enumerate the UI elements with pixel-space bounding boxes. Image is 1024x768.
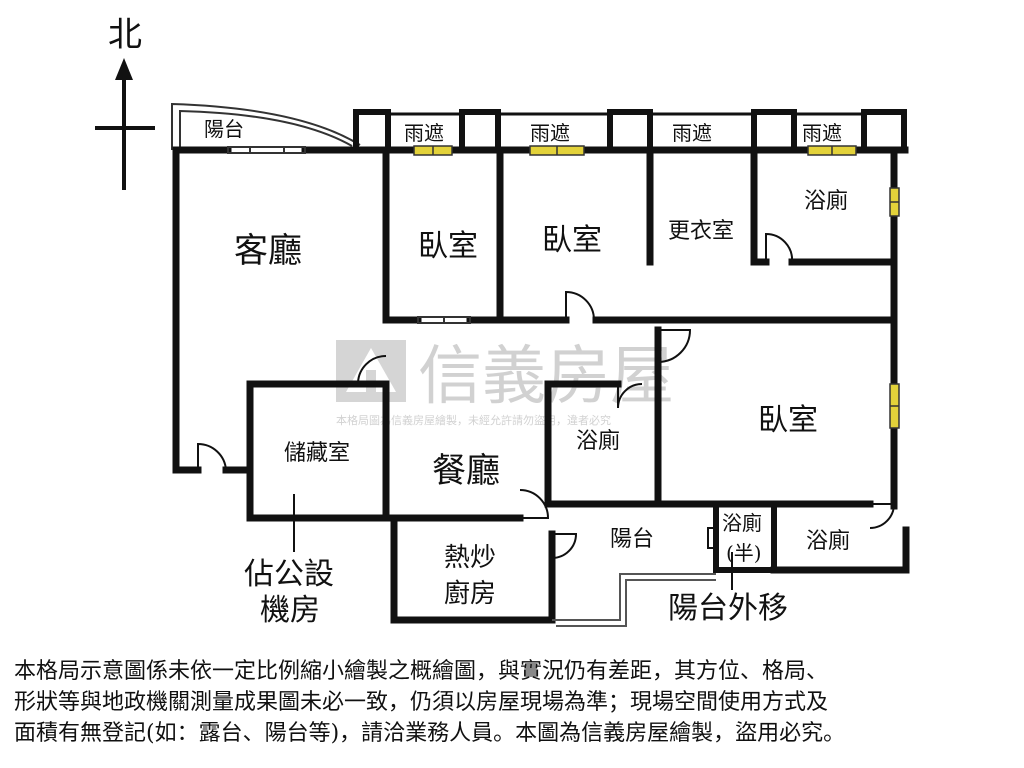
north-label: 北 [108,15,142,55]
label-half-bath-line1: 浴廁 [722,511,762,535]
disclaimer-line: 面積有無登記(如：露台、陽台等)，請洽業務人員。本圖為信義房屋繪製，盜用必究。 [14,721,846,746]
door-swing-icon [551,533,578,559]
window-icon [889,383,900,429]
doors [197,232,896,559]
door-swing-icon [657,329,692,363]
brand-logo-icon [336,340,406,402]
sliding-door-icon [417,316,471,324]
label-walk-in-closet: 更衣室 [668,219,734,244]
door-swing-icon [519,489,550,519]
floor-plan: 北 信義房屋 本格局圖為信義房屋繪製，未經允許請勿盜用，違者必究 [95,15,910,628]
label-balcony-moved: 陽台外移 [668,591,788,626]
watermark-notice: 本格局圖為信義房屋繪製，未經允許請勿盜用，違者必究 [336,413,611,427]
disclaimer-line: 形狀等與地政機關測量成果圖未必一致，仍須以房屋現場為準；現場空間使用方式及 [14,690,829,715]
annotations: 佔公設 機房 陽台外移 [244,494,788,628]
north-arrow-icon [115,58,133,80]
label-kitchen-line1: 熱炒 [444,543,496,573]
door-swing-icon [356,355,387,385]
label-living-room: 客廳 [234,231,302,271]
door-swing-icon [765,232,794,263]
label-bedroom-2: 臥室 [542,223,602,258]
compass: 北 [95,15,155,190]
label-kitchen-line2: 廚房 [444,579,496,609]
walls [172,109,910,624]
door-swing-icon [197,442,227,471]
label-bedroom-1: 臥室 [418,229,478,264]
label-awning-4: 雨遮 [802,121,842,145]
top-balcony-outline [171,102,361,150]
label-awning-2: 雨遮 [530,121,570,145]
windows [227,145,900,429]
window-icon [413,145,453,156]
label-bathroom-1: 浴廁 [804,189,848,214]
disclaimer-line: 本格局示意圖係未依一定比例縮小繪製之概繪圖，與實況仍有差距，其方位、格局、 [14,659,829,684]
label-bathroom-2: 浴廁 [576,429,620,454]
label-equipment-room-line2: 機房 [260,593,320,628]
door-swing-icon [617,383,643,409]
window-icon [529,145,585,156]
label-storage: 儲藏室 [284,441,350,466]
door-swing-icon [565,290,595,321]
door-swing-icon [869,503,896,529]
disclaimer: 本格局示意圖係未依一定比例縮小繪製之概繪圖，與實況仍有差距，其方位、格局、 形狀… [14,656,1014,749]
label-equipment-room-line1: 佔公設 [244,557,334,592]
label-dining-room: 餐廳 [432,451,500,491]
sliding-door-icon [227,146,306,154]
bottom-balcony-outline [552,573,716,627]
window-icon [807,145,857,156]
door-swing-icon [707,527,716,549]
window-icon [889,187,900,217]
label-bathroom-3: 浴廁 [806,529,850,554]
label-master-bedroom: 臥室 [758,403,818,438]
label-awning-3: 雨遮 [672,121,712,145]
label-balcony-top: 陽台 [204,117,244,141]
label-balcony-bottom: 陽台 [610,527,654,552]
label-awning-1: 雨遮 [404,121,444,145]
